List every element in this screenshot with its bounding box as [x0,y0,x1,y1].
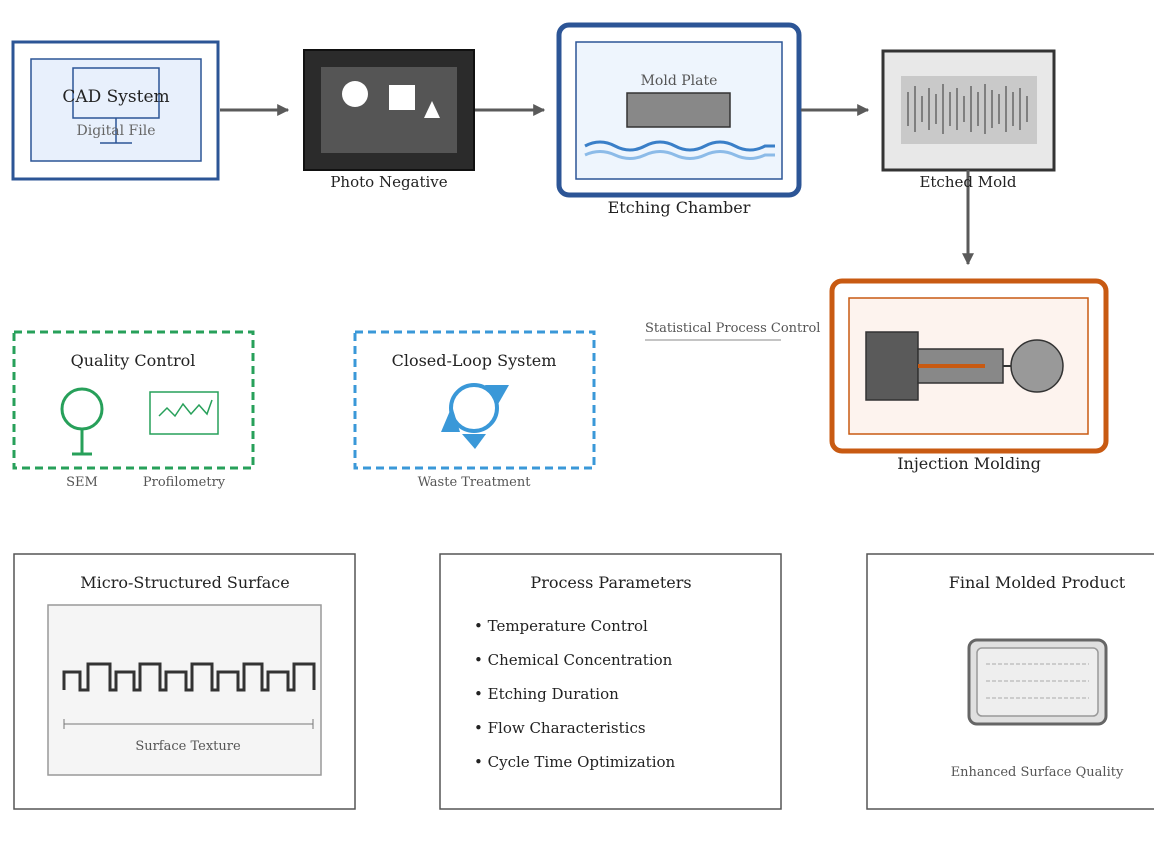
cad-subtitle: Digital File [77,123,156,139]
etching-chamber-label: Etching Chamber [608,198,751,217]
photo-negative-node: Photo Negative [303,49,475,191]
quality-control-box: Quality Control SEM Profilometry [12,330,255,490]
circle-shape-icon [342,81,368,107]
spc-annotation: Statistical Process Control [645,321,820,341]
parameter-item: • Etching Duration [474,685,619,703]
cad-title: CAD System [62,87,169,107]
etched-mold-label: Etched Mold [919,173,1016,191]
etching-chamber-node: Mold Plate Etching Chamber [556,22,802,217]
profilometry-label: Profilometry [143,475,226,490]
microscope-icon [60,387,104,456]
recycle-icon [441,383,509,449]
injection-machine-icon [865,331,1064,401]
mold-plate-label: Mold Plate [641,73,718,89]
triangle-shape-icon [424,101,440,118]
surface-caption: Surface Texture [135,739,241,754]
closed-loop-title: Closed-Loop System [392,351,557,370]
monitor-icon [72,67,160,144]
parameter-item: • Temperature Control [474,617,648,635]
surface-panel: Micro-Structured Surface Surface Texture [13,553,356,810]
injection-molding-label: Injection Molding [897,454,1041,473]
cad-system-node: CAD System Digital File [11,40,220,181]
mold-plate [626,92,731,128]
photo-negative-label: Photo Negative [330,173,447,191]
profile-graph-icon [149,391,219,435]
etched-mold-node: Etched Mold [881,49,1056,266]
etchant-wave-icon [584,140,775,152]
parameters-panel: Process Parameters • Temperature Control… [439,553,782,810]
parameter-item: • Flow Characteristics [474,719,646,737]
injection-molding-node: Injection Molding [829,278,1109,473]
parameter-item: • Cycle Time Optimization [474,753,676,771]
scale-bar [63,719,314,729]
texture-lines-icon [907,84,1028,134]
spc-label: Statistical Process Control [645,321,820,336]
surface-title: Micro-Structured Surface [80,573,289,592]
etchant-wave-icon-2 [584,150,775,160]
sem-label: SEM [66,475,98,490]
waste-treatment-label: Waste Treatment [418,475,532,490]
parameters-title: Process Parameters [530,573,691,592]
product-panel: Final Molded Product Enhanced Surface Qu… [866,553,1154,810]
closed-loop-box: Closed-Loop System Waste Treatment [353,330,596,490]
molded-part-icon [967,638,1108,726]
parameter-item: • Chemical Concentration [474,651,673,669]
square-shape-icon [389,85,415,110]
quality-control-title: Quality Control [71,351,196,370]
product-title: Final Molded Product [949,573,1126,592]
surface-profile-icon [62,662,316,692]
product-caption: Enhanced Surface Quality [951,765,1124,780]
